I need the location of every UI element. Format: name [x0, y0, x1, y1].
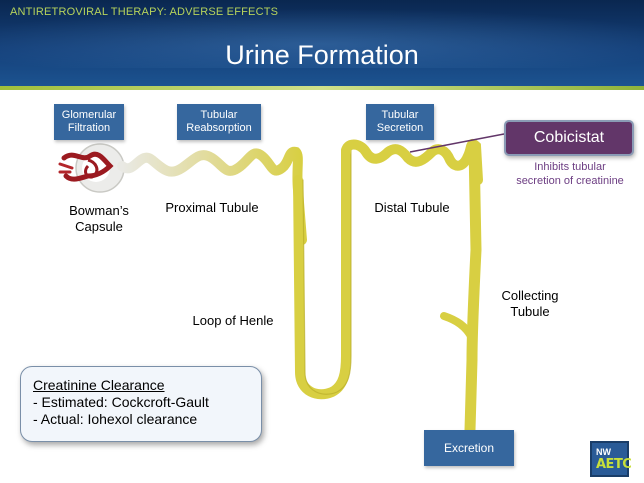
nw-aetc-logo: NW AETC: [590, 441, 632, 477]
page-title: Urine Formation: [225, 40, 419, 70]
bowmans-label-line1: Bowman’s: [69, 203, 129, 218]
bowmans-capsule-shape: [58, 143, 125, 193]
tubular-secretion-line2: Secretion: [376, 122, 424, 134]
distal-tubule-label: Distal Tubule: [374, 200, 450, 215]
tubular-reabsorption-box: Tubular Reabsorption: [177, 104, 261, 140]
tubular-reabsorption-line1: Tubular: [200, 109, 238, 121]
section-kicker: ANTIRETROVIRAL THERAPY: ADVERSE EFFECTS: [10, 6, 279, 18]
bowmans-capsule-label: Bowman’s Capsule: [58, 203, 140, 235]
collecting-label-line2: Tubule: [510, 304, 550, 319]
glomerular-filtration-line1: Glomerular: [61, 109, 117, 121]
cobicistat-box: Cobicistat: [504, 120, 634, 156]
header-glow: [0, 8, 644, 68]
excretion-box: Excretion: [424, 430, 514, 466]
logo-text-nw: NW: [596, 447, 611, 457]
collecting-tubule-label: Collecting Tubule: [490, 288, 570, 320]
creatinine-clearance-box: Creatinine Clearance - Estimated: Cockcr…: [20, 366, 262, 442]
tubular-reabsorption-line2: Reabsorption: [186, 122, 252, 134]
creatinine-actual-item: - Actual: Iohexol clearance: [33, 411, 198, 427]
creatinine-estimated-item: - Estimated: Cockcroft-Gault: [33, 394, 209, 410]
tubular-secretion-line1: Tubular: [381, 109, 419, 121]
tubular-secretion-box: Tubular Secretion: [366, 104, 434, 140]
cobicistat-note: Inhibits tubular secretion of creatinine: [500, 160, 640, 188]
glomerular-filtration-line2: Filtration: [67, 122, 111, 134]
header: ANTIRETROVIRAL THERAPY: ADVERSE EFFECTS …: [0, 0, 644, 90]
excretion-label: Excretion: [443, 440, 495, 455]
logo-text-aetc: AETC: [596, 457, 632, 472]
collecting-branch-shape: [440, 312, 476, 342]
creatinine-clearance-heading: Creatinine Clearance: [33, 377, 165, 393]
cobicistat-connector: [409, 133, 505, 153]
proximal-tubule-label: Proximal Tubule: [165, 200, 259, 215]
bowmans-label-line2: Capsule: [75, 219, 123, 234]
cobicistat-label: Cobicistat: [533, 129, 605, 146]
loop-of-henle-label: Loop of Henle: [192, 313, 274, 328]
distal-tubule-shape: [341, 138, 483, 185]
proximal-tubule-shape: [117, 146, 307, 245]
glomerular-filtration-box: Glomerular Filtration: [54, 104, 124, 140]
cobicistat-note-line1: Inhibits tubular: [534, 161, 606, 173]
header-accent-band: [0, 86, 644, 90]
collecting-label-line1: Collecting: [501, 288, 559, 303]
cobicistat-note-line2: secretion of creatinine: [516, 175, 624, 187]
collecting-tubule-shape: [464, 140, 482, 436]
loop-of-henle-shape: [293, 145, 351, 400]
